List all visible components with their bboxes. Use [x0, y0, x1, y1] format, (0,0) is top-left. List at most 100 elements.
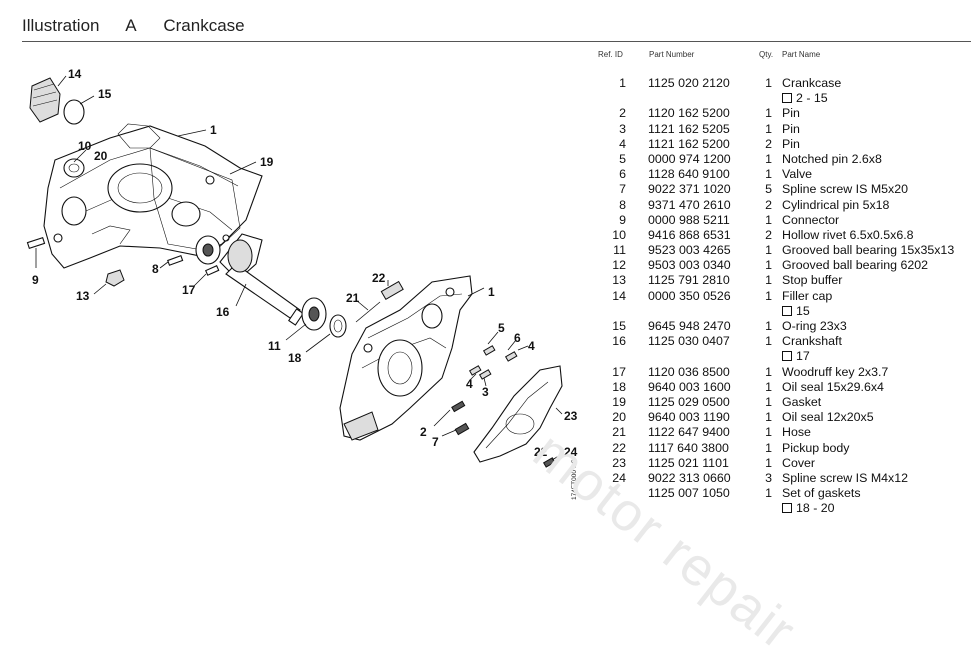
- cell-qty: 2: [765, 136, 772, 151]
- bearing-right: [301, 297, 327, 331]
- cell-qty: 1: [765, 258, 772, 273]
- cell-ref: 2: [619, 106, 626, 121]
- cell-qty: 1: [765, 394, 772, 409]
- cell-part-number: 1117 640 3800: [648, 440, 729, 455]
- cell-qty: 1: [765, 425, 772, 440]
- table-row[interactable]: 2 - 15: [592, 91, 971, 106]
- cell-part-number: 1121 162 5205: [648, 121, 730, 136]
- crankcase-left-half: [43, 123, 263, 269]
- callout-2: 2: [420, 425, 427, 439]
- cell-ref: 7: [619, 182, 626, 197]
- cell-qty: 1: [765, 243, 772, 258]
- spline-screw-m5: [454, 422, 470, 436]
- sub-range: 17: [782, 349, 810, 364]
- cell-ref: 9: [619, 212, 626, 227]
- cell-qty: 2: [765, 197, 772, 212]
- o-ring: [63, 99, 85, 125]
- cell-ref: 22: [612, 440, 626, 455]
- woodruff-key: [204, 265, 220, 276]
- callout-11: 11: [268, 339, 281, 353]
- cell-qty: 1: [765, 212, 772, 227]
- oil-seal-small: [63, 158, 85, 178]
- cell-part-name: Grooved ball bearing 6202: [782, 258, 929, 273]
- crankcase-right-half: [339, 275, 473, 441]
- cell-ref: 17: [612, 364, 626, 379]
- exploded-diagram: 14 15 1 10 20 19 9 8 17 13 16 11 18 22 2…: [0, 48, 590, 576]
- cell-part-name: Pin: [782, 106, 800, 121]
- cell-qty: 1: [765, 106, 772, 121]
- sub-range: 2 - 15: [782, 91, 828, 106]
- cell-part-name: Pin: [782, 121, 800, 136]
- cell-part-number: 9416 868 6531: [648, 227, 731, 242]
- cell-part-number: 1128 640 9100: [648, 167, 730, 182]
- cell-qty: 1: [765, 486, 772, 501]
- cell-part-number: 1121 162 5200: [648, 136, 730, 151]
- cell-ref: 21: [612, 425, 626, 440]
- pickup-body: [380, 280, 404, 301]
- crankcase-illustration: 14 15 1 10 20 19 9 8 17 13 16 11 18 22 2…: [26, 67, 578, 468]
- callout-3: 3: [482, 385, 489, 399]
- table-row[interactable]: 12 9503 003 0340 1 Grooved ball bearing 620…: [592, 258, 971, 273]
- box-icon: [782, 351, 792, 362]
- callout-15: 15: [98, 87, 112, 101]
- cell-ref: 18: [612, 379, 626, 394]
- cell-part-number: 9640 003 1190: [648, 410, 730, 425]
- callout-22-top: 22: [372, 271, 386, 285]
- table-row[interactable]: 18 - 20: [592, 501, 971, 516]
- cell-part-number: 1125 029 0500: [648, 394, 730, 409]
- cell-part-name: O-ring 23x3: [782, 319, 847, 333]
- crankshaft: [219, 233, 304, 326]
- cell-part-name: Cover: [782, 455, 816, 470]
- spline-screw-m4: [542, 457, 556, 468]
- cell-ref: 24: [612, 470, 626, 485]
- callout-13: 13: [76, 289, 90, 303]
- cell-part-name: Hollow rivet 6.5x0.5x6.8: [782, 227, 914, 242]
- table-row[interactable]: 15: [592, 304, 971, 319]
- cell-part-name: Woodruff key 2x3.7: [782, 364, 889, 379]
- cell-qty: 1: [765, 167, 772, 182]
- cell-part-number: 0000 350 0526: [648, 288, 731, 303]
- sub-range: 15: [782, 304, 810, 319]
- cell-part-name: Notched pin 2.6x8: [782, 151, 882, 166]
- cell-qty: 1: [765, 319, 772, 333]
- hose: [355, 301, 381, 323]
- cell-part-number: 9503 003 0340: [648, 258, 731, 273]
- cell-part-name: Pin: [782, 136, 800, 151]
- table-row[interactable]: 17: [592, 349, 971, 364]
- cell-part-number: 9523 003 4265: [648, 243, 731, 258]
- cell-qty: 1: [765, 76, 772, 90]
- valve: [504, 351, 518, 362]
- cell-ref: 12: [612, 258, 626, 273]
- callout-10: 10: [78, 139, 92, 153]
- cylindrical-pin: [167, 255, 184, 266]
- cell-part-name: Spline screw IS M4x12: [782, 470, 909, 485]
- cell-part-name: Pickup body: [782, 440, 850, 455]
- callout-16: 16: [216, 305, 230, 319]
- cell-part-number: 1125 020 2120: [648, 76, 730, 90]
- cell-part-name: Crankshaft: [782, 334, 842, 349]
